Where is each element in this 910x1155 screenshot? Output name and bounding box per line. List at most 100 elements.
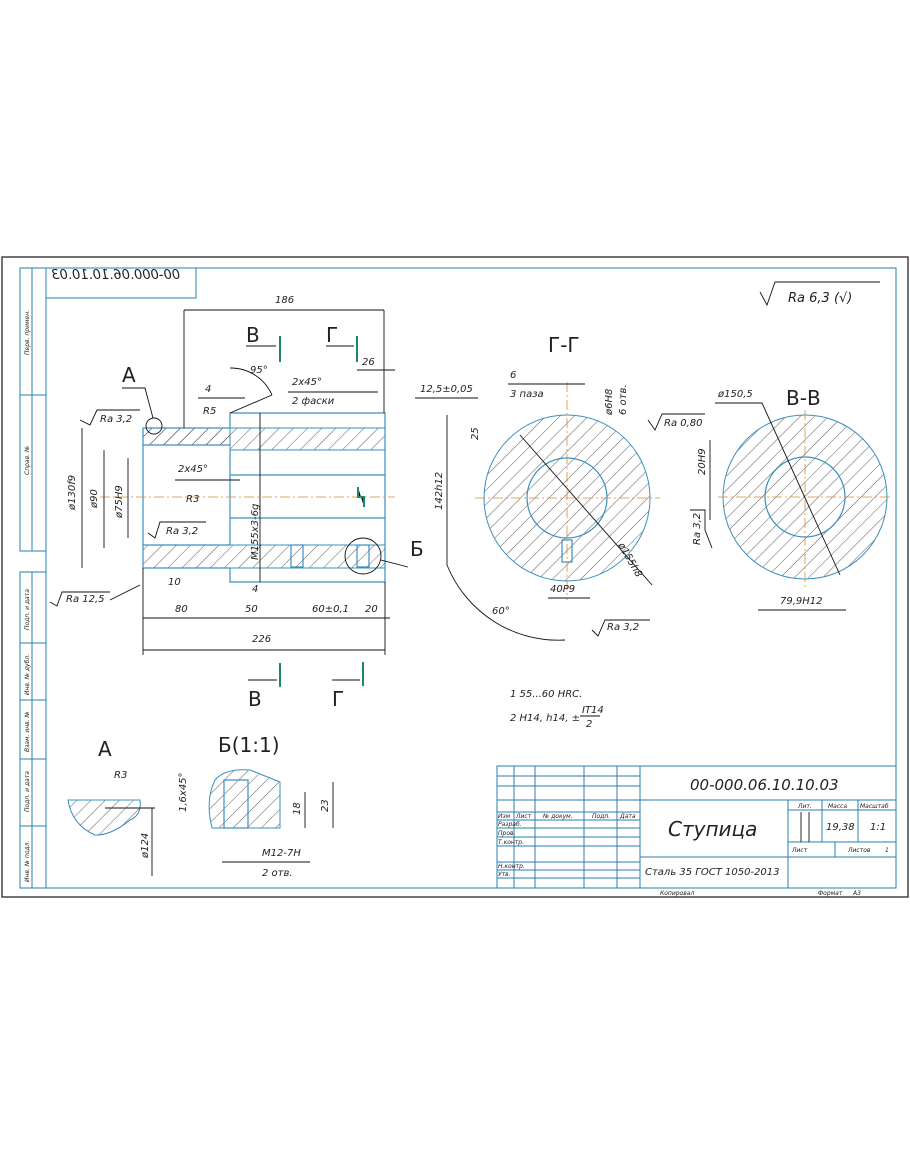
dim-10: 10 xyxy=(168,577,181,588)
roughness-inner: Ra 3,2 xyxy=(166,526,198,537)
detail-a: A R3 ø124 xyxy=(67,737,155,876)
dim-r3: R3 xyxy=(186,494,199,505)
section-vv: В-В ø150,5 20H9 Ra 3,2 79,9H12 xyxy=(690,386,893,611)
dim-4-bot: 4 xyxy=(252,584,258,595)
dim-4-top: 4 xyxy=(205,384,211,395)
dim-186: 186 xyxy=(275,295,294,306)
tb-format-label: Формат xyxy=(818,890,843,897)
dim-80: 80 xyxy=(175,604,188,615)
dim-95deg: 95° xyxy=(250,365,268,376)
detail-a-d124: ø124 xyxy=(140,833,151,859)
label-a-main: A xyxy=(122,363,136,387)
tb-mass-value: 19,38 xyxy=(826,822,855,833)
dim-3-slots: 3 паза xyxy=(510,389,544,400)
dim-20h9: 20H9 xyxy=(697,448,708,475)
roughness-vv-32: Ra 3,2 xyxy=(692,513,703,545)
tb-scale-value: 1:1 xyxy=(870,822,886,833)
stamp-vzam-inv: Взам. инв. № xyxy=(24,711,31,752)
dim-142h12: 142h12 xyxy=(434,472,445,510)
note-1: 1 55...60 HRC. xyxy=(510,689,582,700)
tb-material: Сталь 35 ГОСТ 1050-2013 xyxy=(645,867,780,878)
detail-a-title: A xyxy=(98,737,112,761)
tb-role-razrab: Разраб. xyxy=(498,821,522,828)
dim-r5: R5 xyxy=(203,406,216,417)
note-2-num: IT14 xyxy=(582,705,604,716)
main-lower-wall xyxy=(142,544,386,569)
label-g-top: Г xyxy=(326,323,338,347)
tb-role-nkontr: Н.контр. xyxy=(498,863,525,870)
detail-b-23: 23 xyxy=(320,799,331,812)
tb-format-value: А3 xyxy=(852,890,861,897)
detail-b-chamfer: 1,6x45° xyxy=(178,772,189,812)
section-vv-title: В-В xyxy=(786,386,821,410)
tb-role-prov: Пров. xyxy=(498,830,516,837)
dim-40p9: 40P9 xyxy=(550,584,575,595)
dim-26: 26 xyxy=(362,357,375,368)
dim-thread-m155: M155x3-6g xyxy=(250,504,261,560)
dim-226: 226 xyxy=(252,634,271,645)
label-g-bot: Г xyxy=(332,687,344,711)
dim-150-5: ø150,5 xyxy=(717,389,753,400)
dim-60deg: 60° xyxy=(492,606,510,617)
stamp-podp-data-2: Подп. и дата xyxy=(24,771,31,812)
detail-b-holes: 2 отв. xyxy=(262,868,293,879)
dim-d130: ø130f9 xyxy=(67,475,78,511)
tb-scale-label: Масштаб xyxy=(860,803,889,810)
note-2-den: 2 xyxy=(586,719,592,730)
roughness-12-5: Ra 12,5 xyxy=(66,594,105,605)
dim-50: 50 xyxy=(245,604,258,615)
dim-chamfer-in: 2x45° xyxy=(178,464,208,475)
stamp-inv-podl: Инв. № подл. xyxy=(24,841,31,882)
tb-role-utv: Утв. xyxy=(498,871,511,878)
dim-25: 25 xyxy=(470,427,481,440)
roughness-080: Ra 0,80 xyxy=(664,418,703,429)
main-view: Б A В Г В Г 186 26 4 R5 95° 2x45° 2 фаск… xyxy=(49,295,424,711)
section-gg: Г-Г 142h12 12,5±0,05 25 6 3 паза ø6H8 6 … xyxy=(415,333,705,641)
tb-hdr-list: Лист xyxy=(515,813,532,820)
detail-b-title: Б(1:1) xyxy=(218,733,280,757)
main-left-ring xyxy=(142,427,231,446)
tb-hdr-data: Дата xyxy=(619,813,636,820)
dim-6-holes: 6 отв. xyxy=(618,384,629,415)
dim-d75: ø75H9 xyxy=(114,485,125,519)
tb-part-title: Ступица xyxy=(668,817,757,841)
tb-hdr-podp: Подп. xyxy=(592,813,610,820)
tb-lit-label: Лит. xyxy=(797,803,812,810)
dim-chamfer-note: 2 фаски xyxy=(292,396,335,407)
rotated-designation: 00-000.06.10.10.03 xyxy=(45,267,197,299)
stamp-inv-dubl: Инв. № дубл. xyxy=(24,654,31,695)
roughness-gg-32: Ra 3,2 xyxy=(607,622,639,633)
roughness-top: Ra 3,2 xyxy=(100,414,132,425)
tb-mass-label: Масса xyxy=(828,803,847,810)
dim-60: 60±0,1 xyxy=(312,604,349,615)
tb-sheet-label: Лист xyxy=(791,847,808,854)
dim-hole-6h8: ø6H8 xyxy=(604,389,615,416)
title-block: Изм Лист № докум. Подп. Дата Разраб. Про… xyxy=(496,765,897,897)
stamp-sprav: Справ. № xyxy=(24,446,31,475)
label-v-top: В xyxy=(246,323,260,347)
general-roughness: Ra 6,3 (√) xyxy=(759,281,880,307)
dim-12-5: 12,5±0,05 xyxy=(420,384,473,395)
detail-b-thread: M12-7H xyxy=(262,848,301,859)
note-2: 2 H14, h14, ± xyxy=(510,713,580,724)
tb-hdr-izm: Изм xyxy=(498,813,511,820)
stamp-podp-data-1: Подп. и дата xyxy=(24,589,31,630)
detail-a-r3: R3 xyxy=(114,770,127,781)
stamp-perv-primen: Перв. примен. xyxy=(24,310,31,355)
tb-role-tkontr: Т.контр. xyxy=(498,839,524,846)
side-stamp: Перв. примен. Справ. № Подп. и дата Инв.… xyxy=(19,267,47,889)
label-b-main: Б xyxy=(410,537,424,561)
tb-sheets-label: Листов xyxy=(847,847,871,854)
technical-notes: 1 55...60 HRC. 2 H14, h14, ± IT14 2 xyxy=(510,689,604,730)
tb-sheets-count: 1 xyxy=(885,847,889,854)
dim-d90: ø90 xyxy=(89,489,100,509)
detail-b-18: 18 xyxy=(292,802,303,815)
dim-6: 6 xyxy=(510,370,516,381)
section-gg-title: Г-Г xyxy=(548,333,580,357)
rotated-designation-text: 00-000.06.10.10.03 xyxy=(51,268,180,283)
dim-20: 20 xyxy=(365,604,378,615)
detail-b: Б(1:1) 1,6x45° 18 23 M12-7H 2 отв. xyxy=(178,733,334,879)
tb-hdr-doc: № докум. xyxy=(542,813,573,820)
dim-79-9h12: 79,9H12 xyxy=(780,596,823,607)
tb-copied: Копировал xyxy=(660,890,694,897)
